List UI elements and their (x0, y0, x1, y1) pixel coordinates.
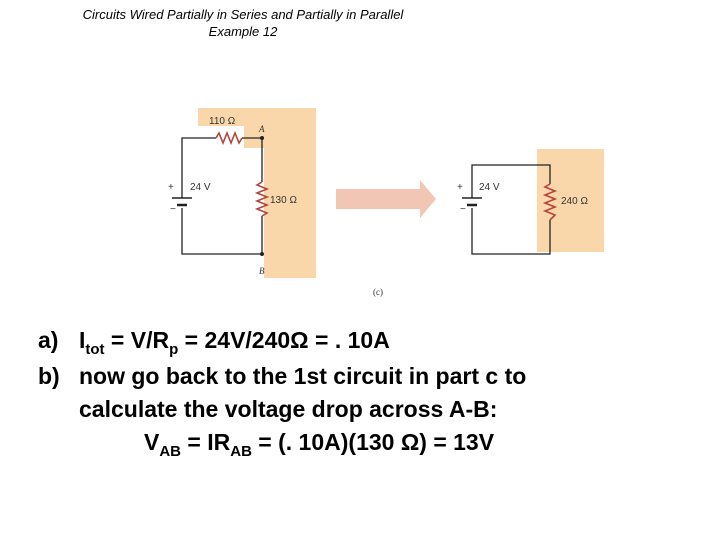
equation-b-part2: = (. 10A)(130 Ω) = 13V (251, 429, 495, 455)
wire-bottom (181, 208, 263, 255)
title-line-1: Circuits Wired Partially in Series and P… (82, 7, 404, 22)
equation-a-part2: = 24V/240Ω = . 10A (178, 327, 390, 353)
label-110: 110 Ω (209, 116, 236, 127)
highlight-region-right (537, 149, 604, 252)
voltage-symbol: V (144, 429, 160, 455)
equation-b-part1: = IR (181, 429, 231, 455)
wire-left-top (181, 137, 216, 198)
solution-line-b2: calculate the voltage drop across A-B: (79, 396, 498, 422)
current-symbol: I (79, 327, 86, 353)
label-plus-left: + (168, 182, 174, 193)
solution-line-b3: VAB = IRAB = (. 10A)(130 Ω) = 13V (38, 426, 526, 462)
resistor-130 (254, 181, 270, 217)
node-b-dot (260, 252, 264, 256)
node-a-dot (260, 136, 264, 140)
solution-line-b1: b) now go back to the 1st circuit in part… (38, 360, 526, 393)
right-circuit: 24 V + − 240 Ω (457, 149, 604, 255)
equation-a-part1: = V/R (104, 327, 170, 353)
resistance-subscript: p (169, 341, 179, 358)
text-b-line1: now go back to the 1st circuit in part c… (79, 363, 527, 389)
label-minus-right: − (460, 204, 466, 215)
label-240: 240 Ω (561, 196, 588, 207)
resistor-240 (542, 183, 558, 221)
transform-arrow (336, 180, 436, 218)
label-plus-right: + (457, 182, 463, 193)
item-label-b: b) (38, 363, 60, 389)
label-minus-left: − (170, 204, 176, 215)
part-label-c: (c) (373, 287, 383, 297)
wire-right-bottom (471, 208, 551, 255)
item-label-a: a) (38, 327, 59, 353)
title-line-2: Example 12 (208, 24, 278, 39)
label-node-a: A (258, 124, 265, 134)
label-node-b: B (259, 266, 265, 276)
solution-text: a) Itot = V/Rp = 24V/240Ω = . 10A b) now g… (38, 324, 526, 462)
solution-line-a: a) Itot = V/Rp = 24V/240Ω = . 10A (38, 324, 526, 360)
slide-title: Circuits Wired Partially in Series and P… (0, 6, 486, 40)
circuit-figure: 110 Ω A 130 Ω 24 V + − B 24 V + − 240 Ω … (168, 108, 604, 297)
resistance-ab-subscript: AB (230, 443, 252, 460)
voltage-subscript: AB (159, 443, 182, 460)
highlight-region-left (198, 108, 316, 278)
label-battery-right: 24 V (479, 182, 500, 193)
label-130: 130 Ω (270, 195, 297, 206)
wire-right-top (471, 164, 551, 198)
resistor-110 (215, 130, 243, 146)
current-subscript: tot (85, 341, 105, 358)
label-battery-left: 24 V (190, 182, 211, 193)
left-circuit: 110 Ω A 130 Ω 24 V + − B (168, 108, 316, 278)
